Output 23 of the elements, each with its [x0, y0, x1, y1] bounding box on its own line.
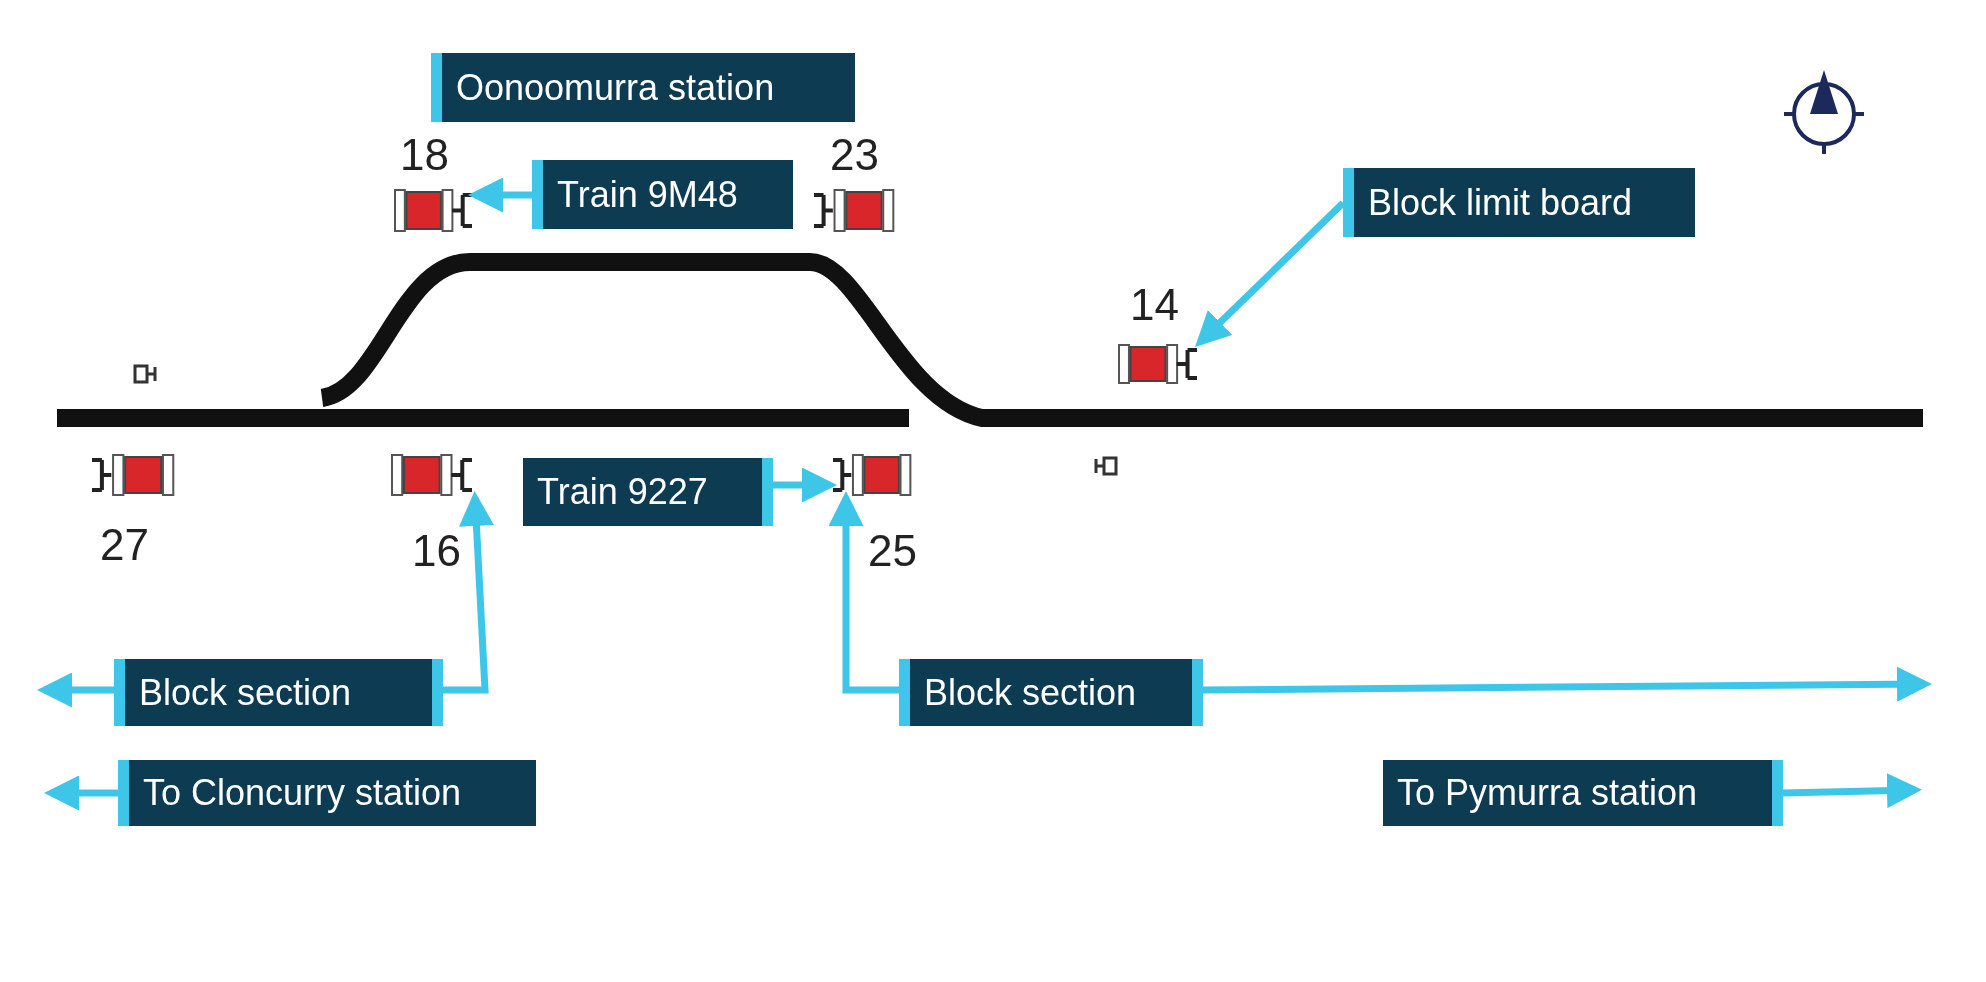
callout-label: Block limit board — [1343, 168, 1695, 237]
signal-number: 25 — [868, 526, 917, 576]
signal-number: 14 — [1130, 280, 1179, 330]
arrow — [1782, 773, 1922, 809]
signal-number: 16 — [412, 526, 461, 576]
callout-label: Oonoomurra station — [431, 53, 855, 122]
callout-label: Train 9227 — [523, 458, 773, 526]
callout-label: Block section — [899, 659, 1203, 726]
arrow — [468, 177, 532, 213]
callout-label: Train 9M48 — [532, 160, 793, 229]
signal-number: 23 — [830, 130, 879, 180]
arrow — [828, 491, 899, 694]
callout-label: To Cloncurry station — [118, 760, 536, 826]
signal-number: 27 — [100, 520, 149, 570]
arrow — [443, 491, 494, 694]
arrow — [773, 467, 837, 503]
arrow — [1195, 200, 1346, 347]
callout-label: Block section — [114, 659, 443, 726]
arrow — [1202, 666, 1932, 702]
arrow — [44, 775, 118, 811]
callout-label: To Pymurra station — [1383, 760, 1783, 826]
arrow — [37, 672, 114, 708]
signal-number: 18 — [400, 130, 449, 180]
